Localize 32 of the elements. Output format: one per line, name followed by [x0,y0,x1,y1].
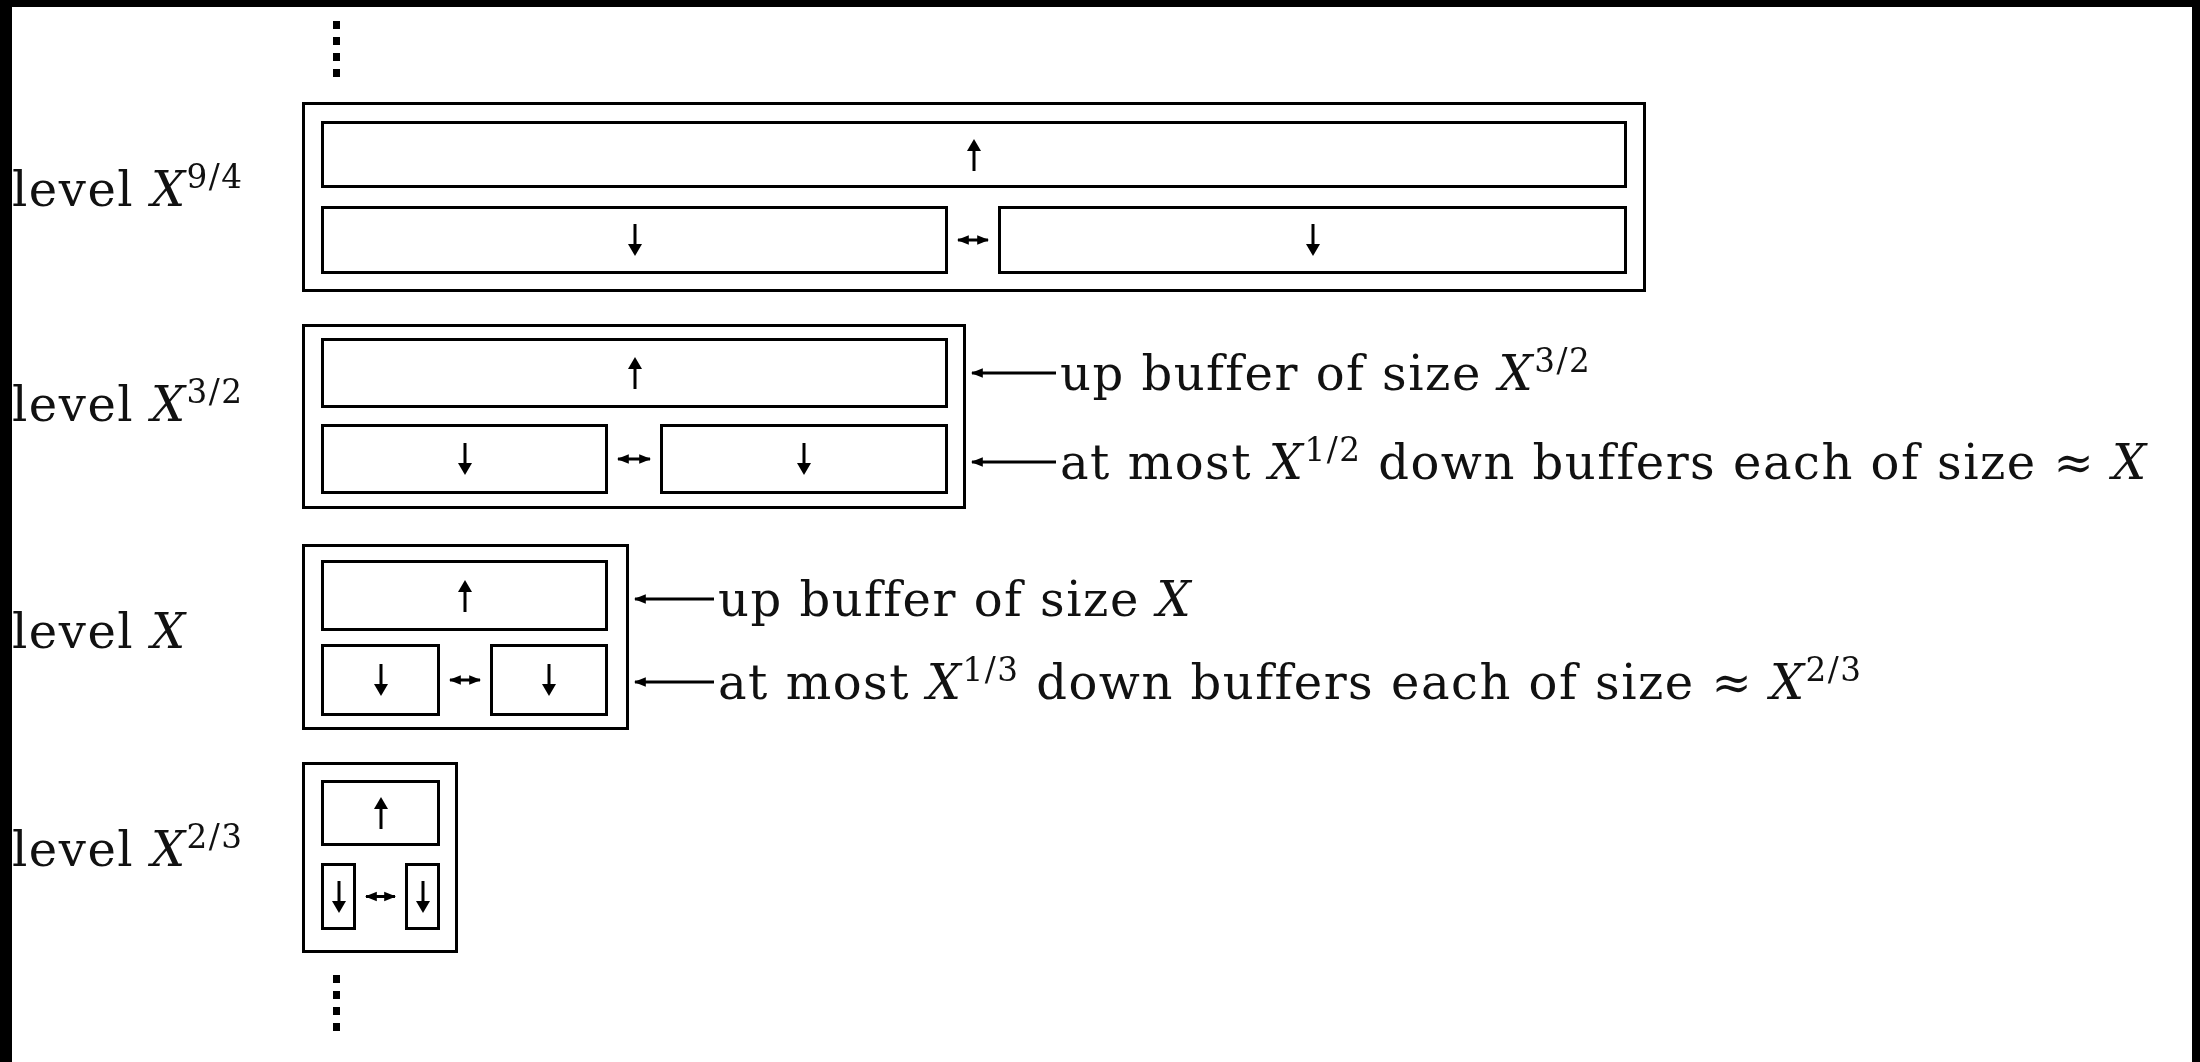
buffer-box [321,780,440,846]
level-label: level X [12,602,188,661]
annotation-text: at most X$^{1/2}$ down buffers each of size ≈ X [1060,432,2148,492]
buffer-box [405,863,440,930]
double-arrow [956,235,990,245]
level-label: level X$^{3/2}$ [12,374,245,434]
buffer-box [490,644,608,716]
annotation-text: up buffer of size X [718,569,1193,629]
level-frame [302,544,629,730]
double-arrow [364,891,397,902]
annotation-text: at most X$^{1/3}$ down buffers each of size ≈ X$^{2/3}$ [718,652,1863,712]
level-frame [302,324,966,509]
double-arrow [448,675,482,685]
buffer-box [321,424,608,494]
leader-line [970,457,1056,467]
buffer-box [321,560,608,631]
leader-line [633,677,714,687]
double-arrow [616,454,652,464]
buffer-box [321,644,440,716]
annotation-text: up buffer of size X$^{3/2}$ [1060,343,1592,403]
leader-line [970,368,1056,378]
buffer-box [998,206,1627,274]
level-label: level X$^{9/4}$ [12,159,245,219]
buffer-box [321,863,356,930]
level-frame [302,762,458,953]
buffer-box [660,424,948,494]
level-frame [302,102,1646,292]
leader-line [633,594,714,604]
level-label: level X$^{2/3}$ [12,819,245,879]
buffer-box [321,121,1627,188]
buffer-box [321,206,948,274]
buffer-box [321,338,948,408]
